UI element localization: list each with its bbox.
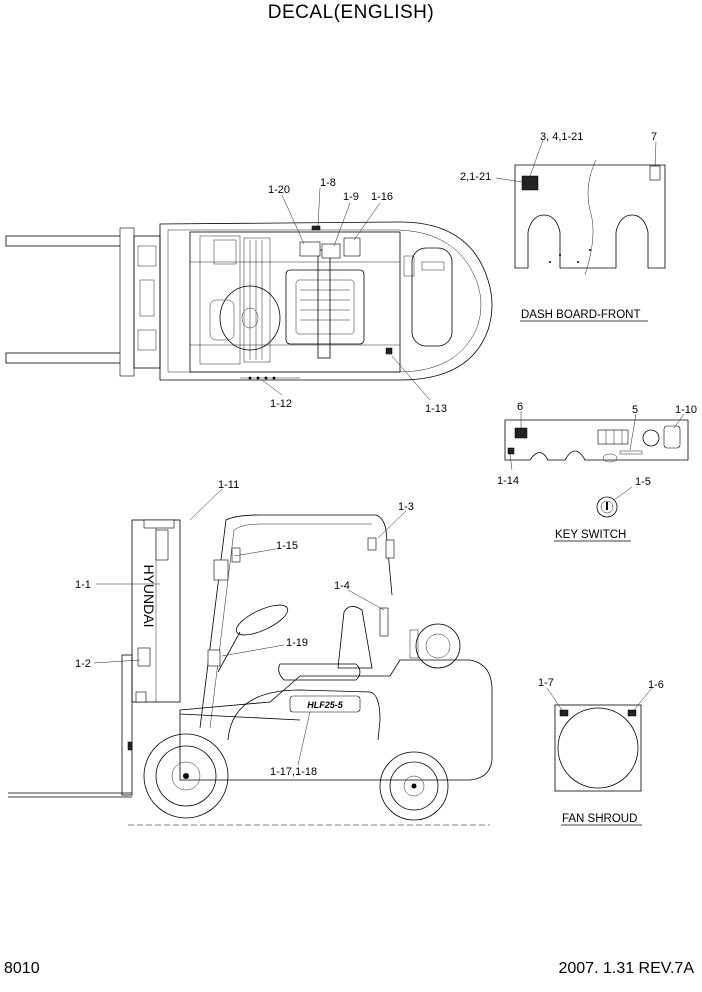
caption-dash-board-front: DASH BOARD-FRONT (521, 309, 640, 321)
callout-1-7: 1-7 (538, 677, 554, 689)
callout-1-16: 1-16 (371, 191, 393, 203)
callout-1-14: 1-14 (497, 475, 519, 487)
page-code: 8010 (4, 960, 40, 977)
callout-1-5: 1-5 (635, 476, 651, 488)
callout-1-19: 1-19 (286, 637, 308, 649)
callout-1-15: 1-15 (276, 540, 298, 552)
fan-shroud-drawing (546, 687, 653, 792)
callout-1-1: 1-1 (75, 579, 91, 591)
callout-1-13: 1-13 (425, 403, 447, 415)
dash-board-front-drawing (495, 139, 666, 276)
callout-1-20: 1-20 (268, 184, 290, 196)
model-badge-text: HLF25-5 (307, 700, 344, 710)
callout-6: 6 (517, 401, 523, 413)
key-switch-drawing (596, 486, 633, 518)
callout-7: 7 (651, 131, 657, 143)
page-title: DECAL(ENGLISH) (267, 2, 435, 23)
forklift-side-view: HYUNDAI HLF25-5 (8, 488, 493, 826)
callout-1-12: 1-12 (270, 398, 292, 410)
callout-1-9: 1-9 (343, 191, 359, 203)
caption-fan-shroud: FAN SHROUD (562, 813, 637, 825)
revision-date: 2007. 1.31 REV.7A (558, 960, 694, 977)
caption-key-switch: KEY SWITCH (555, 529, 626, 541)
callout-1-6: 1-6 (648, 679, 664, 691)
callout-1-10: 1-10 (675, 404, 697, 416)
instrument-panel-drawing (504, 411, 689, 471)
callout-3-4-1-21: 3, 4,1-21 (540, 131, 583, 143)
callout-5: 5 (632, 404, 638, 416)
forklift-top-view (5, 187, 493, 401)
callout-1-11: 1-11 (218, 479, 239, 491)
callout-1-2: 1-2 (75, 658, 91, 670)
callout-1-4: 1-4 (334, 580, 350, 592)
callout-1-8: 1-8 (320, 177, 336, 189)
mast-brand-text: HYUNDAI (141, 564, 157, 627)
callout-1-3: 1-3 (398, 501, 414, 513)
callout-1-17-1-18: 1-17,1-18 (270, 766, 317, 778)
callout-2-1-21: 2,1-21 (460, 171, 491, 183)
